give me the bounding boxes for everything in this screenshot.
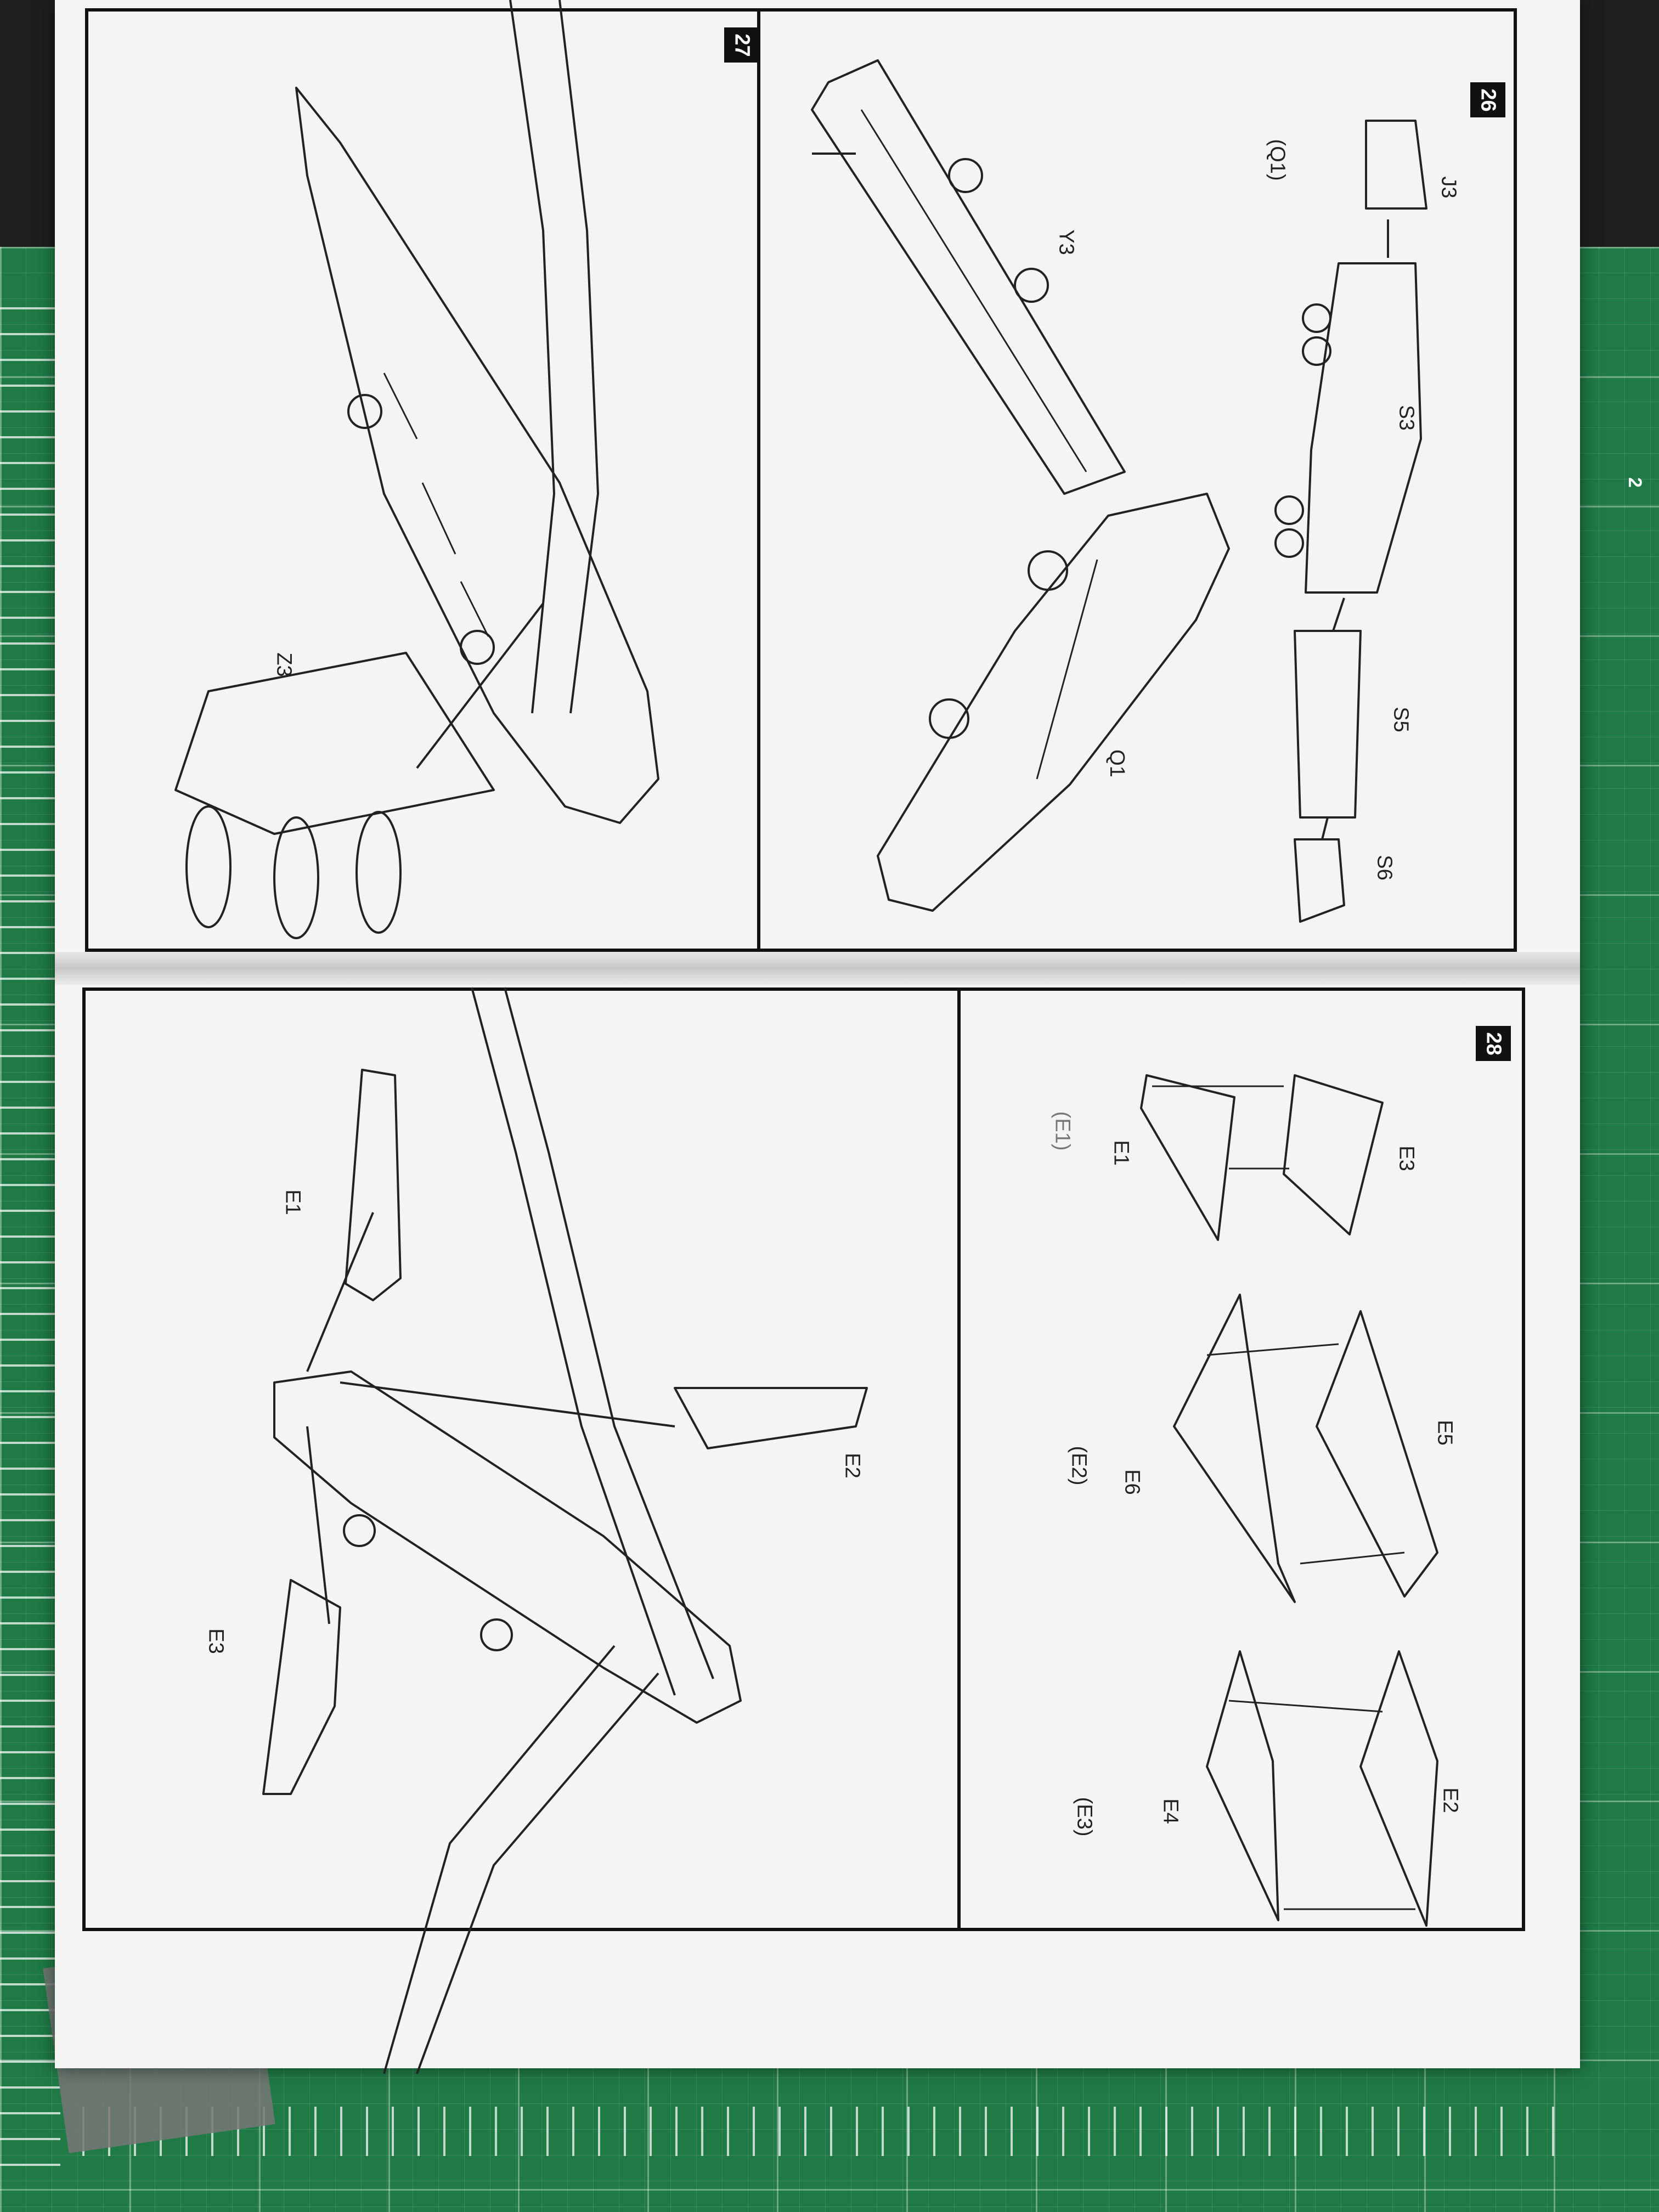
part-label-e3: E3 bbox=[204, 1628, 228, 1654]
sub-assembly-e2-drawing bbox=[1173, 1294, 1438, 1603]
sub-e3-part-label-e2: E2 bbox=[1438, 1787, 1462, 1813]
part-label-q1: Q1 bbox=[1105, 749, 1128, 777]
part-label-j3: J3 bbox=[1437, 176, 1460, 199]
tail-part-e3-drawing bbox=[262, 1579, 341, 1795]
part-label-e1: E1 bbox=[281, 1189, 304, 1215]
subassembly-label-e1: (E1) bbox=[1051, 1111, 1074, 1151]
bottom-page-frame bbox=[82, 988, 1525, 1931]
step-number-28: 28 bbox=[1476, 1026, 1511, 1061]
subassembly-label-e2: (E2) bbox=[1067, 1446, 1091, 1486]
subassembly-label-e3: (E3) bbox=[1073, 1797, 1096, 1837]
bottom-step-divider bbox=[957, 988, 961, 1931]
sub-e3-part-label-e4: E4 bbox=[1159, 1798, 1182, 1824]
step-28-aircraft-drawing bbox=[273, 987, 742, 2074]
top-step-divider bbox=[757, 8, 760, 952]
tail-part-e2-drawing bbox=[674, 1387, 868, 1449]
part-label-s5: S5 bbox=[1389, 707, 1413, 732]
mat-ruler-left bbox=[0, 307, 60, 2183]
sub-e2-part-label-e6: E6 bbox=[1120, 1469, 1144, 1495]
part-label-s6: S6 bbox=[1373, 855, 1396, 881]
part-label-e2: E2 bbox=[840, 1453, 864, 1479]
step-number-27: 27 bbox=[724, 27, 759, 63]
tail-part-e1-drawing bbox=[345, 1069, 402, 1301]
part-label-s3: S3 bbox=[1395, 405, 1418, 431]
sub-assembly-e1-drawing bbox=[1140, 1074, 1384, 1241]
sub-e2-part-label-e5: E5 bbox=[1433, 1420, 1457, 1446]
sub-e1-part-label-e3: E3 bbox=[1395, 1146, 1418, 1171]
mat-ruler-bottom bbox=[82, 2107, 1564, 2156]
part-label-y3: Y3 bbox=[1054, 229, 1078, 255]
step-26-fuselage-drawing bbox=[877, 493, 1230, 912]
subassembly-label-q1: (Q1) bbox=[1266, 139, 1289, 181]
step-26-wing-drawing bbox=[811, 59, 1126, 495]
sub-e1-part-label-e1: E1 bbox=[1109, 1140, 1133, 1166]
booklet-fold bbox=[55, 952, 1580, 985]
part-label-z3: Z3 bbox=[272, 652, 296, 677]
step-number-26: 26 bbox=[1470, 82, 1505, 117]
step-26-rear-fuselage-drawing bbox=[1274, 120, 1427, 923]
sub-assembly-e3-drawing bbox=[1206, 1650, 1438, 1927]
step-27-aircraft-drawing bbox=[174, 0, 659, 939]
top-page-frame bbox=[85, 8, 1517, 952]
